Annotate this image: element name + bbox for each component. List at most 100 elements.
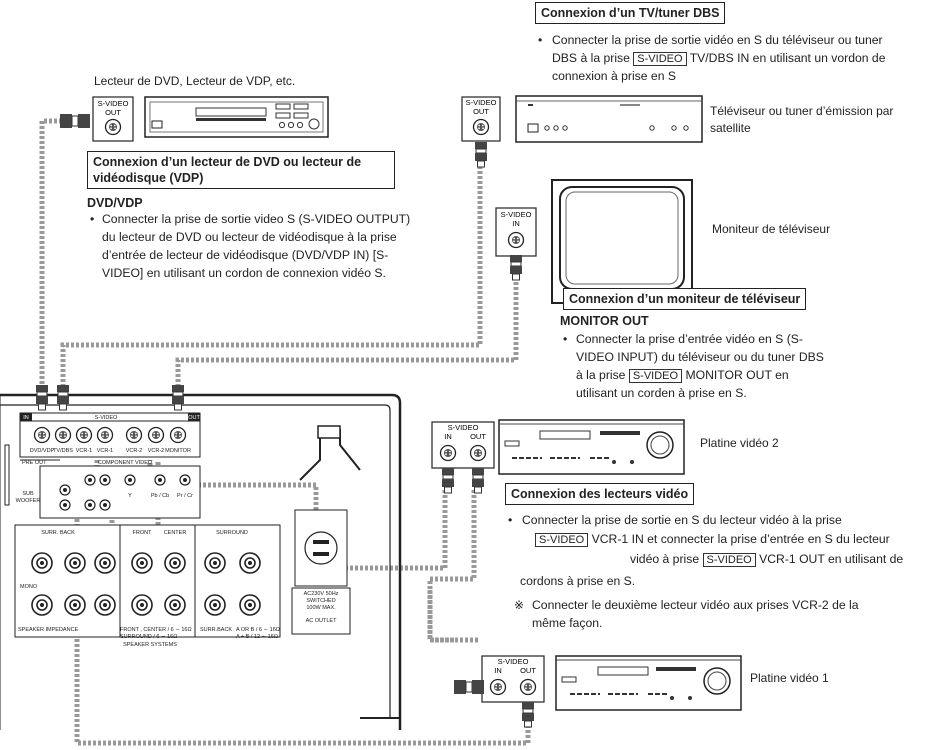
svg-text:IN: IN [23, 415, 29, 421]
vcr-section-line4: cordons à prise en S. [520, 574, 636, 588]
dvd-player [144, 96, 329, 138]
vcr-1-label: Platine vidéo 1 [750, 671, 829, 685]
vcr-1-device [555, 655, 742, 711]
monitor-label: Moniteur de téléviseur [712, 222, 831, 236]
vcr-section-line2b: VCR-1 IN et connecter la prise d’entrée … [591, 532, 890, 546]
svg-text:PRE OUT: PRE OUT [22, 460, 47, 466]
svg-text:100W MAX.: 100W MAX. [306, 605, 336, 611]
svideo-label-box: S-VIDEO [628, 369, 683, 383]
svg-text:CENTER: CENTER [164, 530, 187, 536]
svg-text:SURROUND: SURROUND [216, 530, 248, 536]
svg-text:SURR. BACK: SURR. BACK [41, 530, 75, 536]
vcr-section-header: Connexion des lecteurs vidéo [505, 483, 695, 505]
tv-section-bullet: • [538, 33, 543, 47]
vcr-note-line2: même façon. [532, 616, 603, 630]
svg-text:OUT: OUT [105, 108, 121, 117]
svg-text:COMPONENT VIDEO: COMPONENT VIDEO [98, 460, 153, 466]
vcr-2-label: Platine vidéo 2 [700, 436, 779, 450]
svg-text:SURROUND / 6 ∼ 16Ω: SURROUND / 6 ∼ 16Ω [120, 634, 177, 640]
vcr-note-line1: Connecter le deuxième lecteur vidéo aux … [532, 598, 859, 612]
monitor-section-line2: VIDEO INPUT) du téléviseur ou du tuner D… [576, 350, 824, 364]
receiver-rear-panel [0, 384, 402, 730]
vcr-note-mark: ※ [514, 598, 525, 612]
tv-section-line2b: TV/DBS IN en utilisant un vordon de [689, 51, 886, 65]
tv-tuner-device [515, 95, 703, 143]
monitor-section-line3a: à la prise [576, 368, 626, 382]
svg-text:SUB: SUB [22, 491, 34, 497]
monitor-section-line4: utilisant un corden à prise en S. [576, 386, 747, 400]
svg-text:S-VIDEO: S-VIDEO [95, 415, 118, 421]
svg-text:FRONT , CENTER / 6 ∼ 16Ω: FRONT , CENTER / 6 ∼ 16Ω [120, 627, 192, 633]
dvd-section-line1: Connecter la prise de sortie video S (S-… [102, 212, 411, 226]
svg-text:VCR-2: VCR-2 [126, 448, 143, 454]
svg-text:MONO: MONO [20, 584, 38, 590]
svg-text:Pr / Cr: Pr / Cr [177, 493, 193, 499]
tv-tuner-label-1: Téléviseur ou tuner d’émission par [710, 104, 894, 118]
svg-text:A + B / 12 ∼ 16Ω: A + B / 12 ∼ 16Ω [236, 634, 278, 640]
tv-section-line3: connexion à prise en S [552, 69, 676, 83]
svg-text:IN: IN [444, 432, 452, 441]
svg-text:VCR-1: VCR-1 [76, 448, 93, 454]
vcr-2-device [498, 419, 685, 475]
vcr-section-bullet: • [508, 513, 513, 527]
dvd-section-header-line2: vidéodisque (VDP) [93, 171, 204, 185]
dvd-section-header: Connexion d’un lecteur de DVD ou lecteur… [87, 151, 395, 189]
svg-text:MONITOR: MONITOR [165, 448, 191, 454]
monitor-section-subheading: MONITOR OUT [560, 314, 649, 328]
svg-text:Y: Y [128, 493, 132, 499]
svg-text:S-VIDEO: S-VIDEO [498, 657, 529, 666]
receiver-labels: S-VIDEO IN OUT DVD/VDP TV/DBS VCR-1 VCR-… [16, 415, 339, 648]
vcr-1-in-plug [454, 680, 484, 694]
svg-text:IN: IN [512, 219, 520, 228]
dvd-section-line2: du lecteur de DVD ou lecteur de vidéodis… [102, 230, 397, 244]
svg-text:WOOFER: WOOFER [16, 498, 41, 504]
tv-monitor [551, 179, 693, 304]
tv-section-line2: DBS à la prise S-VIDEO TV/DBS IN en util… [552, 50, 885, 69]
dvd-svideo-out-jack: S-VIDEO OUT [92, 96, 134, 142]
svg-text:TV/DBS: TV/DBS [53, 448, 73, 454]
svg-text:S-VIDEO: S-VIDEO [466, 98, 497, 107]
vcr-section-line1: Connecter la prise de sortie en S du lec… [522, 513, 842, 527]
svg-text:VCR-2: VCR-2 [148, 448, 165, 454]
svg-text:SPEAKER IMPEDANCE: SPEAKER IMPEDANCE [18, 627, 79, 633]
dvd-section-bullet: • [90, 212, 95, 226]
svg-text:FRONT: FRONT [133, 530, 153, 536]
tv-section-header: Connexion d’un TV/tuner DBS [535, 2, 726, 24]
tv-section-line1: Connecter la prise de sortie vidéo en S … [552, 33, 883, 47]
vcr-1-svideo-jacks: S-VIDEO IN OUT [481, 655, 545, 703]
vcr-section-line3a: vidéo à prise [630, 552, 700, 566]
vcr-section-line3: vidéo à prise S-VIDEO VCR-1 OUT en utili… [630, 551, 903, 570]
tv-tuner-label-2: satellite [710, 121, 751, 135]
svg-text:S-VIDEO: S-VIDEO [448, 423, 479, 432]
svg-text:S-VIDEO: S-VIDEO [98, 99, 129, 108]
dvd-cable-plug [60, 114, 90, 128]
svg-text:DVD/VDP: DVD/VDP [30, 448, 55, 454]
vcr-section-line2: S-VIDEO VCR-1 IN et connecter la prise d… [535, 531, 890, 550]
svideo-label-box: S-VIDEO [535, 533, 589, 547]
monitor-section-line3b: MONITOR OUT en [685, 368, 789, 382]
svg-text:SURR.BACK: SURR.BACK [200, 627, 232, 633]
dvd-player-label: Lecteur de DVD, Lecteur de VDP, etc. [94, 74, 296, 88]
svg-text:OUT: OUT [520, 666, 536, 675]
svideo-label-box: S-VIDEO [633, 52, 687, 66]
svg-text:SWITCHED: SWITCHED [306, 598, 335, 604]
dvd-section-line4: VIDEO] en utilisant un cordon de connexi… [102, 266, 386, 280]
tv-section-line2a: DBS à la prise [552, 51, 630, 65]
svideo-label-box: S-VIDEO [702, 553, 756, 567]
svg-text:Pb / Cb: Pb / Cb [151, 493, 169, 499]
tv-svideo-out-jack: S-VIDEO OUT [461, 96, 501, 142]
svg-text:IN: IN [494, 666, 502, 675]
dvd-section-header-line1: Connexion d’un lecteur de DVD ou lecteur… [93, 155, 362, 169]
svg-text:S-VIDEO: S-VIDEO [501, 210, 532, 219]
svg-text:OUT: OUT [188, 415, 200, 421]
dvd-section-line3: d’entrée de lecteur de vidéodisque (DVD/… [102, 248, 389, 262]
svg-text:A OR B / 6 ∼ 16Ω: A OR B / 6 ∼ 16Ω [236, 627, 280, 633]
dvd-section-subheading: DVD/VDP [87, 196, 143, 210]
svg-text:VCR-1: VCR-1 [97, 448, 114, 454]
svg-text:AC OUTLET: AC OUTLET [306, 618, 338, 624]
monitor-section-line1: Connecter la prise d’entrée vidéo en S (… [576, 332, 803, 346]
svg-text:OUT: OUT [473, 107, 489, 116]
svg-text:SPEAKER SYSTEMS: SPEAKER SYSTEMS [123, 642, 177, 648]
svg-text:AC230V 50Hz: AC230V 50Hz [304, 591, 339, 597]
